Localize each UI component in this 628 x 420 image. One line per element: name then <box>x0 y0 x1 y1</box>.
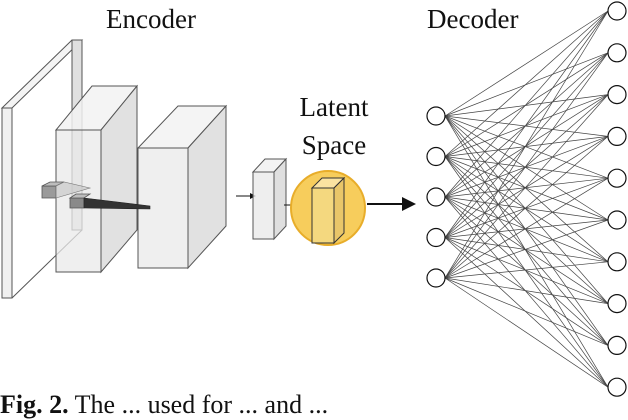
latent-label-line-2: Space <box>301 130 367 160</box>
decoder-output-layer <box>607 1 627 397</box>
decoder-input-node <box>426 187 446 207</box>
decoder-edges <box>444 10 609 388</box>
decoder-edge <box>444 115 609 137</box>
decoder-edge <box>444 115 609 388</box>
decoder-edge <box>444 177 609 279</box>
decoder-edge <box>444 156 609 304</box>
latent-space <box>290 170 366 246</box>
decoder-edge <box>444 156 609 179</box>
arrow-latent-to-decoder <box>367 197 416 211</box>
decoder-edge <box>444 196 609 304</box>
decoder-edge <box>444 237 609 263</box>
decoder-output-node <box>607 168 627 188</box>
decoder-edge <box>444 52 609 157</box>
decoder-edge <box>444 156 609 346</box>
decoder-edge <box>444 10 609 157</box>
decoder-edge <box>444 10 609 238</box>
decoder-edge <box>444 136 609 198</box>
decoder-input-node <box>426 268 446 288</box>
decoder-output-node <box>607 252 627 272</box>
figure-caption: Fig. 2. The ... used for ... and ... <box>0 390 328 420</box>
decoder-output-node <box>607 210 627 230</box>
decoder-output-node <box>607 335 627 355</box>
caption-prefix: Fig. 2. <box>0 390 69 419</box>
decoder-edge <box>444 10 609 198</box>
decoder-output-node <box>607 1 627 21</box>
encoder-label: Encoder <box>106 4 196 34</box>
decoder-label: Decoder <box>427 4 519 34</box>
decoder-edge <box>444 136 609 279</box>
decoder-edge <box>444 94 609 198</box>
decoder-output-node <box>607 294 627 314</box>
decoder-input-layer <box>426 106 446 288</box>
decoder-edge <box>444 196 609 263</box>
decoder-edge <box>444 94 609 157</box>
decoder-edge <box>444 136 609 238</box>
decoder-edge <box>444 277 609 346</box>
encoder-block-3 <box>136 104 228 270</box>
decoder-input-node <box>426 106 446 126</box>
encoder-block-2 <box>54 84 139 274</box>
decoder-edge <box>444 237 609 388</box>
decoder-input-node <box>426 146 446 167</box>
decoder-output-node <box>607 84 627 105</box>
decoder-edge <box>444 156 609 388</box>
decoder-edge <box>444 219 609 238</box>
decoder-edge <box>444 52 609 117</box>
decoder-input-node <box>426 227 446 248</box>
decoder-edge <box>444 94 609 238</box>
caption-text: The ... used for ... and ... <box>74 390 329 419</box>
decoder-output-node <box>607 43 627 63</box>
decoder-edge <box>444 156 609 263</box>
latent-label-line-1: Latent <box>299 92 369 122</box>
decoder-edge <box>444 219 609 279</box>
conv-kernel-1 <box>41 181 92 199</box>
decoder-edge <box>444 52 609 198</box>
decoder-edge <box>444 10 609 279</box>
decoder-edge <box>444 177 609 198</box>
decoder-edge <box>444 156 609 221</box>
decoder-edge <box>444 94 609 279</box>
decoder-edge <box>444 277 609 388</box>
decoder-edge <box>444 52 609 279</box>
decoder-edge <box>444 94 609 117</box>
decoder-edge <box>444 237 609 346</box>
decoder-edge <box>444 136 609 157</box>
decoder-edge <box>444 115 609 304</box>
decoder-edge <box>444 196 609 388</box>
decoder-edge <box>444 261 609 279</box>
decoder-edge <box>444 177 609 238</box>
decoder-edge <box>444 115 609 179</box>
encoder-block-4 <box>251 157 288 241</box>
decoder-edge <box>444 277 609 304</box>
decoder-edge <box>444 115 609 221</box>
decoder-output-node <box>607 377 627 397</box>
decoder-edge <box>444 115 609 346</box>
decoder-edge <box>444 196 609 221</box>
decoder-edge <box>444 196 609 346</box>
autoencoder-diagram <box>0 1 627 397</box>
decoder-output-node <box>607 126 627 146</box>
conv-kernel-2 <box>68 193 151 210</box>
decoder-edge <box>444 115 609 263</box>
decoder-edge <box>444 237 609 304</box>
decoder-edge <box>444 10 609 117</box>
latent-space-label: Latent Space <box>284 88 384 164</box>
